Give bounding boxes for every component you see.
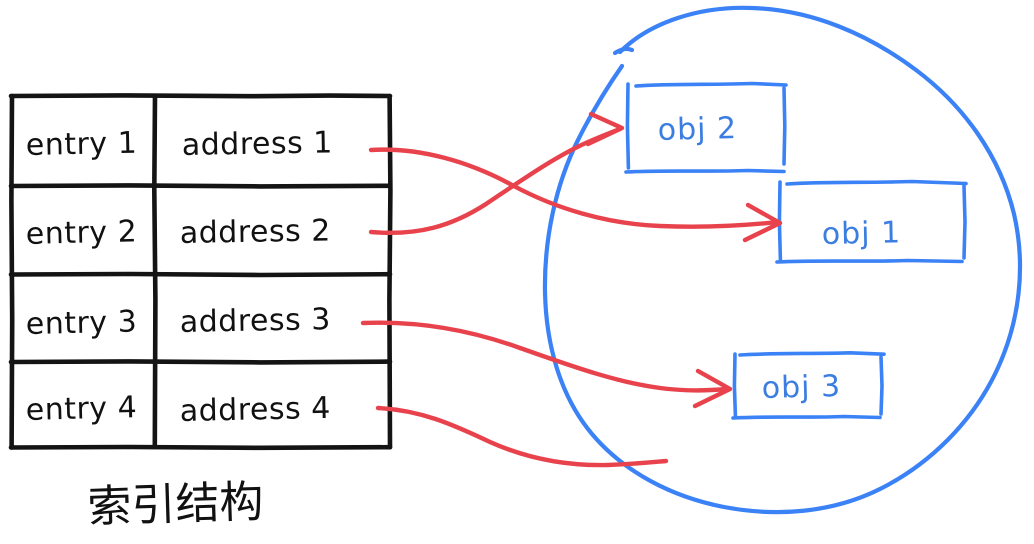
table-cell-entry-3: entry 3 [25, 304, 137, 342]
table-cell-address-2: address 2 [180, 213, 332, 251]
obj1-box-right [962, 184, 967, 260]
obj2-box-left [625, 82, 631, 170]
table-cell-address-3: address 3 [179, 302, 331, 340]
table-cell-entry-4: entry 4 [25, 390, 137, 428]
arrowhead-3 [692, 368, 733, 409]
object-box-obj-3: obj 3 [731, 351, 886, 420]
pointer-line-3 [360, 320, 731, 393]
table-row-divider-2 [8, 271, 393, 278]
heap-boundary [542, 5, 1023, 515]
obj1-box-bottom [775, 258, 964, 264]
pointer-address3-to-obj3 [360, 320, 733, 409]
obj2-box-top [634, 81, 788, 88]
obj3-box-right [879, 355, 884, 416]
pointer-address4-dangling [375, 405, 669, 468]
index-table: entry 1 address 1 entry 2 address 2 entr… [8, 93, 393, 451]
object-box-obj-2: obj 2 [624, 81, 788, 174]
table-cell-address-1: address 1 [182, 125, 334, 163]
pointer-address1-to-obj1 [368, 147, 783, 243]
table-border-right [387, 93, 393, 450]
obj3-box-bottom [731, 414, 882, 420]
pointer-line-4 [375, 405, 669, 468]
table-column-divider [152, 93, 158, 450]
obj2-label: obj 2 [657, 111, 737, 148]
obj2-box-right [782, 86, 787, 166]
obj3-box-left [732, 352, 738, 418]
obj1-box-top [785, 179, 968, 186]
obj2-box-bottom [624, 168, 786, 174]
table-row-divider-3 [8, 359, 393, 365]
table-cell-entry-1: entry 1 [25, 126, 137, 163]
arrowhead-1 [742, 202, 783, 243]
obj3-box-top [738, 351, 886, 357]
table-cell-entry-2: entry 2 [25, 214, 137, 252]
obj3-label: obj 3 [761, 369, 841, 406]
table-cell-address-4: address 4 [179, 391, 331, 429]
table-border-top [8, 93, 393, 99]
arrowhead-2 [585, 111, 625, 147]
obj1-label: obj 1 [821, 215, 901, 252]
pointer-address2-to-obj2 [368, 111, 625, 236]
object-box-obj-1: obj 1 [775, 179, 968, 264]
table-row-divider-1 [8, 183, 393, 189]
table-border-left [9, 93, 15, 450]
table-border-bottom [8, 444, 393, 451]
pointer-line-1 [368, 147, 781, 229]
diagram-caption: 索引结构 [87, 476, 265, 533]
object-region-blob [542, 5, 1023, 515]
pointer-line-2 [368, 126, 623, 236]
heap-boundary-start-tick [612, 46, 635, 56]
